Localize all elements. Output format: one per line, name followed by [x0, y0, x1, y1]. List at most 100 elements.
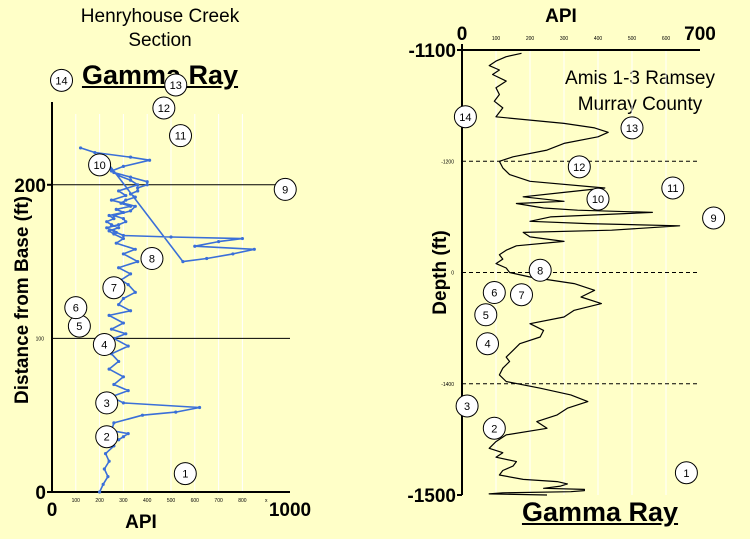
left-annotation-circle — [169, 124, 193, 148]
left-annotation-label: 2 — [104, 432, 110, 444]
left-data-point — [112, 216, 116, 221]
left-x-axis-label: API — [125, 512, 157, 533]
left-data-point — [107, 313, 111, 317]
right-annotation-circle — [510, 283, 533, 307]
left-data-point — [217, 240, 221, 244]
right-annotation-label: 13 — [626, 123, 638, 135]
right-chart-title: Gamma Ray — [521, 497, 679, 527]
left-data-point — [112, 382, 116, 387]
left-y-axis-label: Distance from Base (ft) — [12, 196, 33, 404]
left-data-point — [128, 209, 133, 213]
right-annotation-label: 10 — [592, 194, 604, 206]
left-x-tick-label: 1000 — [269, 500, 311, 521]
left-data-point — [117, 266, 121, 270]
right-y-axis-label: Depth (ft) — [430, 230, 451, 314]
well-label-line-1: Amis 1-3 Ramsey — [565, 68, 715, 89]
left-data-point — [126, 283, 130, 287]
left-annotation-label: 7 — [111, 283, 117, 295]
right-x-minor-tick-label: 500 — [628, 36, 637, 42]
left-data-point — [128, 178, 133, 182]
section-title-line-1: Henryhouse Creek — [80, 6, 240, 27]
left-annotation-circle — [95, 391, 119, 415]
left-y-tick-label: 200 — [14, 176, 46, 197]
left-data-point — [128, 204, 133, 208]
left-data-point — [197, 405, 202, 410]
right-x-minor-tick-label: 600 — [662, 36, 671, 42]
left-annotation-label: 3 — [104, 398, 110, 410]
left-annotation-circle — [173, 462, 197, 486]
left-data-point — [117, 303, 121, 307]
left-data-point — [145, 183, 149, 187]
left-data-point — [128, 175, 133, 179]
left-annotation-label: 13 — [170, 80, 182, 92]
right-annotation-label: 1 — [683, 468, 689, 480]
left-data-point — [121, 321, 125, 325]
left-data-point — [121, 201, 125, 205]
left-annotation-circle — [152, 96, 176, 120]
left-data-point — [121, 252, 125, 256]
left-data-point — [117, 359, 121, 364]
left-x-tick-label: 0 — [47, 500, 58, 521]
well-label-line-2: Murray County — [577, 94, 703, 115]
left-chart-title: Gamma Ray — [81, 60, 239, 90]
right-annotation-label: 8 — [537, 265, 543, 277]
left-data-point — [121, 236, 125, 241]
left-data-point — [181, 260, 185, 264]
left-data-point — [133, 195, 137, 199]
right-annotation-circle — [474, 303, 498, 327]
left-data-point — [107, 229, 111, 233]
right-x-tick-label: 700 — [684, 24, 716, 45]
right-annotation-circle — [620, 116, 644, 140]
left-data-point — [121, 233, 125, 238]
left-data-point — [121, 375, 125, 379]
left-data-point — [109, 198, 114, 202]
left-data-point — [121, 435, 125, 439]
right-annotation-circle — [482, 281, 506, 305]
right-gamma-trace — [488, 52, 681, 496]
left-data-point — [133, 290, 137, 294]
right-y-tick-label: -1500 — [407, 486, 456, 507]
left-data-point — [107, 213, 111, 218]
left-x-minor-tick-label: 500 — [167, 498, 176, 504]
left-y-tick-label: 0 — [35, 483, 46, 504]
left-data-point — [147, 158, 152, 162]
left-data-point — [121, 296, 125, 301]
left-data-point — [109, 169, 114, 173]
left-y-minor-tick-label: 100 — [36, 336, 45, 342]
left-data-point — [114, 241, 118, 245]
left-annotation-label: 14 — [55, 75, 67, 87]
left-annotation-label: 9 — [282, 184, 288, 196]
left-data-point — [112, 421, 116, 425]
right-annotation-circle — [476, 332, 499, 356]
right-x-minor-tick-label: 300 — [560, 36, 569, 42]
left-data-point — [145, 180, 149, 184]
left-annotation-circle — [64, 296, 88, 320]
left-x-minor-tick-label: 100 — [72, 498, 81, 504]
left-data-point — [98, 490, 102, 494]
left-data-point — [105, 220, 109, 224]
left-data-point — [193, 244, 197, 248]
left-data-point — [128, 272, 133, 276]
left-annotation-label: 12 — [158, 103, 170, 115]
left-annotation-label: 6 — [73, 303, 79, 315]
right-annotation-circle — [586, 187, 610, 211]
left-data-point — [126, 344, 130, 348]
right-x-minor-tick-label: 200 — [526, 36, 535, 42]
left-annotation-label: 5 — [76, 321, 82, 333]
left-data-point — [107, 367, 111, 371]
left-x-minor-tick-label: 400 — [143, 498, 152, 504]
left-annotation-circle — [95, 425, 119, 449]
left-data-point — [117, 226, 121, 230]
left-data-point — [174, 410, 178, 414]
left-data-point — [101, 482, 105, 486]
left-data-point — [93, 150, 97, 155]
right-annotation-label: 4 — [484, 339, 490, 351]
left-data-point — [114, 207, 118, 211]
left-data-point — [78, 146, 83, 150]
left-data-point — [105, 226, 109, 230]
right-annotation-circle — [702, 206, 726, 230]
left-data-point — [140, 413, 145, 417]
right-annotation-label: 14 — [459, 112, 471, 124]
left-x-minor-tick-label: 700 — [214, 498, 223, 504]
left-data-point — [121, 216, 125, 221]
